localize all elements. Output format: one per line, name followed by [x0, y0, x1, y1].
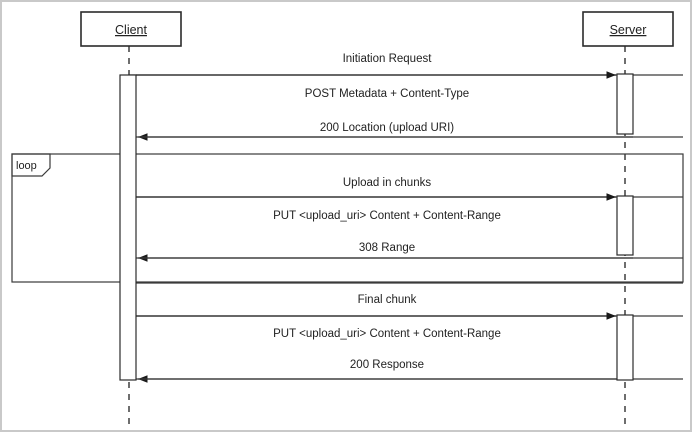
- section-final-chunk: Final chunk PUT <upload_uri> Content + C…: [129, 282, 683, 383]
- message-label-200-response: 200 Response: [350, 359, 424, 371]
- participant-client-box[interactable]: [80, 11, 182, 47]
- note-final-chunk: Final chunk: [358, 294, 417, 306]
- section-initiation: Initiation Request POST Metadata + Conte…: [129, 53, 683, 141]
- fragment-loop-tab: [11, 153, 51, 177]
- activation-bar-server-2: [616, 195, 634, 256]
- participant-client[interactable]: Client: [80, 11, 182, 47]
- participant-server[interactable]: Server: [582, 11, 674, 47]
- participant-client-label: Client: [115, 23, 147, 37]
- activation-bar-server-3: [616, 314, 634, 381]
- participant-server-box[interactable]: [582, 11, 674, 47]
- fragment-loop-frame: [11, 153, 684, 283]
- message-label-put-chunk: PUT <upload_uri> Content + Content-Range: [273, 210, 501, 222]
- activation-bar-client: [119, 74, 137, 381]
- message-label-put-final: PUT <upload_uri> Content + Content-Range: [273, 328, 501, 340]
- section-chunk-loop: Upload in chunks PUT <upload_uri> Conten…: [129, 177, 683, 262]
- fragment-loop: loop: [11, 153, 684, 283]
- activation-bar-server-1: [616, 73, 634, 135]
- fragment-loop-label: loop: [16, 160, 37, 172]
- note-initiation-request: Initiation Request: [343, 53, 433, 65]
- message-label-200-location: 200 Location (upload URI): [320, 122, 454, 134]
- message-label-308-range: 308 Range: [359, 242, 415, 254]
- note-upload-in-chunks: Upload in chunks: [343, 177, 431, 189]
- message-label-post-metadata: POST Metadata + Content-Type: [305, 88, 469, 100]
- participant-server-label: Server: [610, 23, 647, 37]
